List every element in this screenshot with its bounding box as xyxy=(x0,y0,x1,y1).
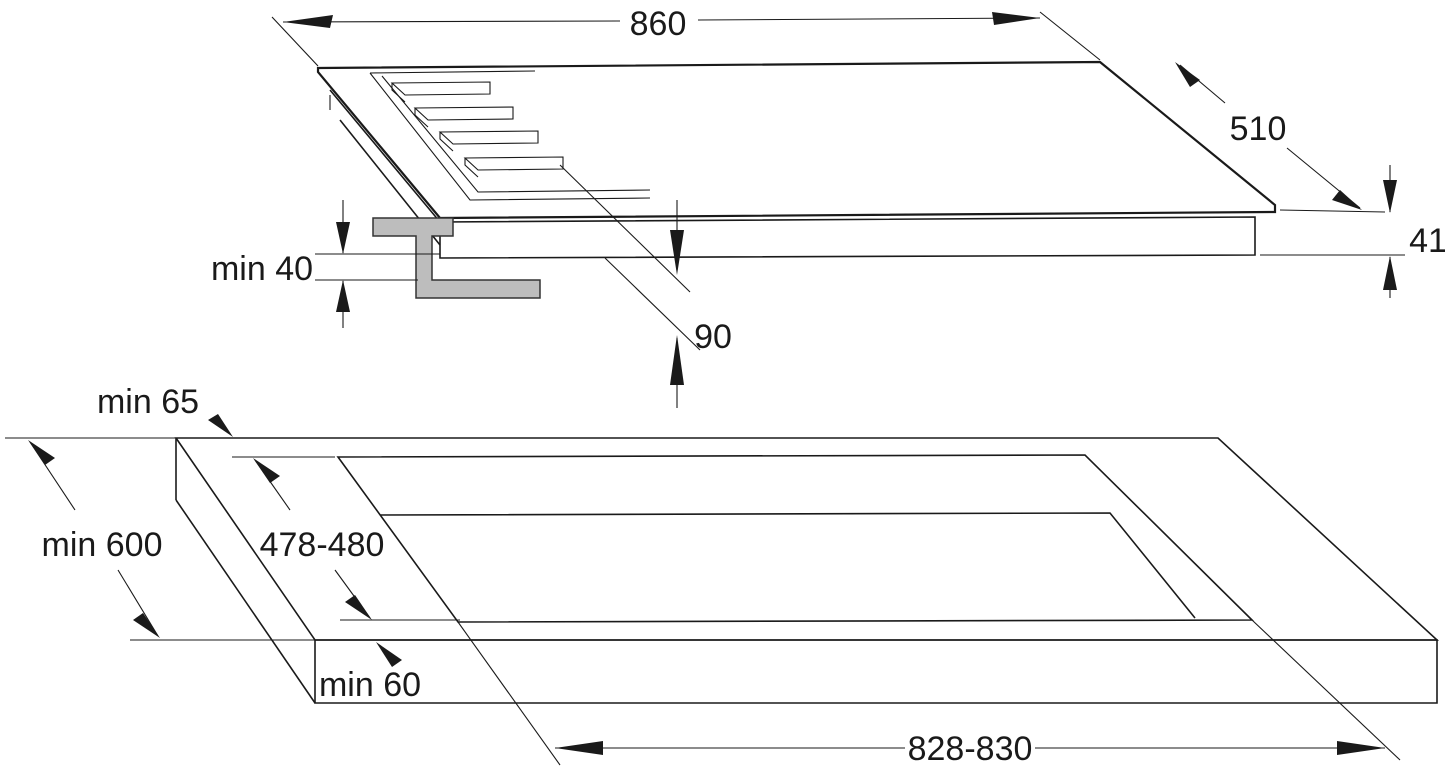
back-distance-label: min 65 xyxy=(97,383,199,421)
cutout-width-dimension: 828-830 xyxy=(457,619,1401,768)
worktop-front-edge xyxy=(314,639,1438,704)
cutout-opening xyxy=(336,454,1254,623)
cutout-width-label: 828-830 xyxy=(908,730,1033,768)
width-label: 860 xyxy=(630,5,687,43)
width-dimension: 860 xyxy=(271,5,1101,67)
worktop-bracket xyxy=(372,217,541,299)
knob-4 xyxy=(463,156,564,178)
cutout-depth-dimension: 478-480 xyxy=(253,458,460,621)
knob-3 xyxy=(438,130,539,152)
worktop-thickness-dimension: min 40 xyxy=(211,200,440,328)
front-distance-dimension: min 60 xyxy=(319,642,421,704)
knob-2 xyxy=(413,106,514,128)
cutout-depth-label: 478-480 xyxy=(260,526,385,564)
back-distance-dimension: min 65 xyxy=(5,383,335,458)
control-panel-recess xyxy=(369,70,651,201)
hob-glass-top xyxy=(316,60,1277,220)
knob-1 xyxy=(390,81,491,103)
height-dimension: 41 xyxy=(1260,165,1445,298)
front-distance-label: min 60 xyxy=(319,666,421,704)
clearance-label: 90 xyxy=(694,318,732,356)
depth-label: 510 xyxy=(1230,110,1287,148)
worktop-drawing: min 65 min 600 478-480 min 60 xyxy=(5,383,1440,768)
worktop-thickness-label: min 40 xyxy=(211,250,313,288)
clearance-dimension: 90 xyxy=(559,164,732,408)
hob-body xyxy=(439,216,1256,259)
knob-row xyxy=(390,81,564,178)
height-label: 41 xyxy=(1409,222,1445,260)
worktop-depth-dimension: min 600 xyxy=(28,440,315,641)
depth-dimension: 510 xyxy=(1175,62,1386,213)
hob-drawing: 860 510 41 min 40 xyxy=(211,5,1445,408)
worktop-depth-label: min 600 xyxy=(42,526,163,564)
